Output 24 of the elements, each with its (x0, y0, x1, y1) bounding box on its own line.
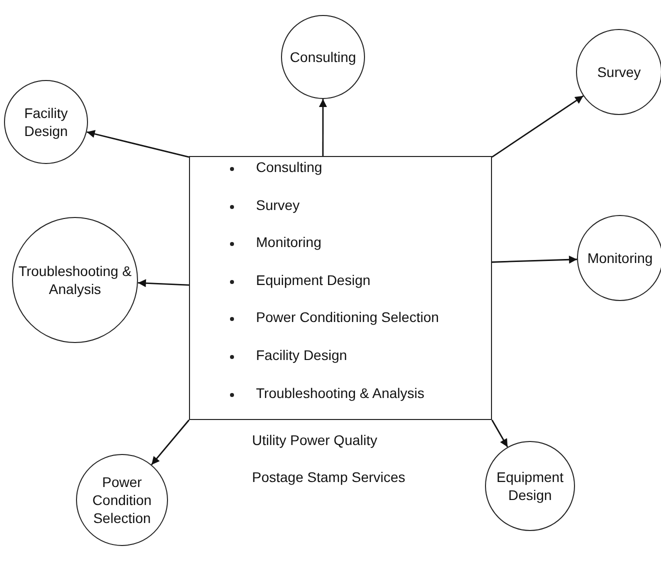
list-item: Troubleshooting & Analysis (256, 384, 424, 401)
arrow (491, 420, 508, 448)
list-item: Power Conditioning Selection (256, 309, 439, 326)
arrow (86, 130, 190, 158)
list-item: Consulting (256, 159, 322, 175)
arrow (138, 279, 190, 288)
list-item: Equipment Design (256, 272, 370, 288)
circle-label: Facility Design (23, 104, 69, 140)
list-item: Monitoring (256, 234, 322, 250)
circle-label: Survey (597, 62, 641, 82)
list-item: Survey (256, 196, 300, 213)
list-item: Facility Design (256, 347, 348, 363)
arrow (151, 420, 190, 466)
arrow (492, 256, 578, 264)
service-list-box (189, 156, 492, 420)
circle-label: Power Condition Selection (91, 472, 153, 528)
node-label: Postage Stamp Services (252, 469, 406, 485)
circle-label: Troubleshooting & Analysis (17, 262, 133, 298)
arrow (492, 95, 584, 158)
node-label: Utility Power Quality (252, 432, 378, 448)
arrow (318, 99, 327, 156)
circle-label: Equipment Design (496, 468, 564, 504)
circle-label: Consulting (290, 48, 356, 66)
circle-label: Monitoring (587, 248, 653, 268)
